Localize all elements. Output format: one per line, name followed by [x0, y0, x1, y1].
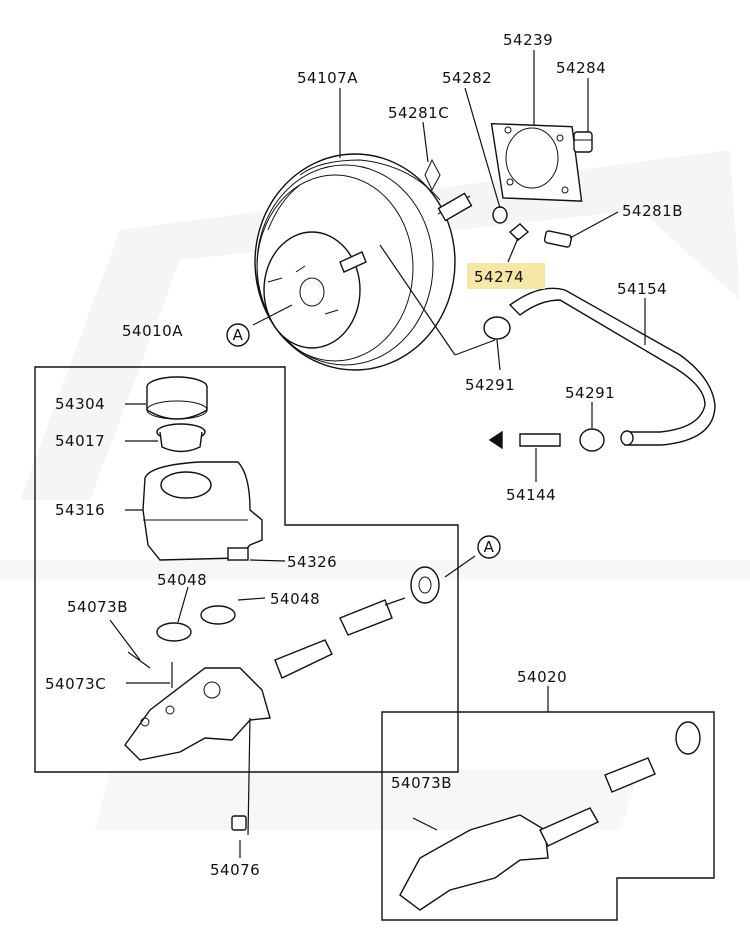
master-cylinder-body [124, 667, 271, 761]
label-54304[interactable]: 54304 [55, 395, 105, 413]
vacuum-hose [508, 287, 716, 446]
part-labels: 54239 54284 54107A 54282 54281C 54281B 5… [45, 31, 683, 879]
label-54107A[interactable]: 54107A [297, 69, 358, 87]
nut-54284 [573, 131, 593, 153]
check-valve [488, 430, 561, 450]
reservoir-cap [146, 376, 208, 420]
label-54239[interactable]: 54239 [503, 31, 553, 49]
ref-letter: A [484, 538, 495, 556]
label-54048-right[interactable]: 54048 [270, 590, 320, 608]
bolt-54281B [543, 230, 573, 248]
reservoir-strainer [156, 423, 206, 453]
label-54274[interactable]: 54274 [474, 268, 524, 286]
reference-marker-a-cylinder: A [477, 535, 501, 559]
hose-clamp-lower [579, 428, 605, 452]
piston-assembly [274, 566, 440, 679]
label-54073B-kit[interactable]: 54073B [391, 774, 452, 792]
label-54144[interactable]: 54144 [506, 486, 556, 504]
cap-nut-54076 [231, 815, 247, 831]
part-highlight [467, 263, 545, 289]
label-54284[interactable]: 54284 [556, 59, 606, 77]
label-54291-upper[interactable]: 54291 [465, 376, 515, 394]
label-54048-left[interactable]: 54048 [157, 571, 207, 589]
clevis-rod [424, 158, 473, 222]
reservoir-tank [142, 461, 263, 561]
label-54281B[interactable]: 54281B [622, 202, 683, 220]
label-54316[interactable]: 54316 [55, 501, 105, 519]
reference-marker-a-booster: A [226, 323, 250, 347]
label-54010A[interactable]: 54010A [122, 322, 183, 340]
brake-booster [254, 153, 456, 371]
ref-letter: A [233, 326, 244, 344]
washer-54282 [492, 206, 508, 224]
label-54154[interactable]: 54154 [617, 280, 667, 298]
label-54282[interactable]: 54282 [442, 69, 492, 87]
mounting-gasket [490, 122, 583, 202]
label-54326[interactable]: 54326 [287, 553, 337, 571]
label-54020[interactable]: 54020 [517, 668, 567, 686]
label-54076[interactable]: 54076 [210, 861, 260, 879]
clip-54274 [508, 223, 530, 241]
label-54291-lower[interactable]: 54291 [565, 384, 615, 402]
label-54073C[interactable]: 54073C [45, 675, 106, 693]
leader-lines [109, 50, 646, 858]
kit-parts [399, 721, 701, 911]
label-54017[interactable]: 54017 [55, 432, 105, 450]
master-cylinder-frame [34, 366, 459, 773]
hose-clamp-upper [483, 316, 511, 340]
pins [127, 651, 173, 688]
label-54073B-main[interactable]: 54073B [67, 598, 128, 616]
watermark [0, 150, 750, 830]
kit-frame [381, 711, 715, 921]
label-54281C[interactable]: 54281C [388, 104, 449, 122]
grommets [156, 605, 236, 642]
